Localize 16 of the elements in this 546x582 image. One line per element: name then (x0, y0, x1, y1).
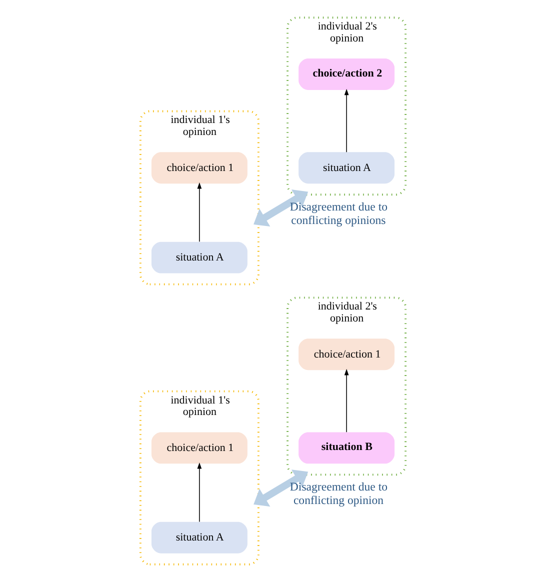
node-box: choice/action 1 (151, 152, 248, 184)
node-box: choice/action 2 (298, 58, 395, 90)
arrow (197, 182, 202, 242)
arrow (254, 470, 308, 507)
arrow (344, 368, 349, 433)
arrow (344, 88, 349, 152)
node-box: choice/action 1 (298, 338, 395, 370)
arrow (254, 190, 308, 227)
node-box: situation A (151, 242, 248, 274)
node-box: situation B (298, 432, 395, 464)
node-box: choice/action 1 (151, 432, 248, 464)
edge-label: Disagreement due to conflicting opinions (290, 199, 388, 227)
arrow (197, 462, 202, 522)
node-box: situation A (151, 522, 248, 554)
edge-label: Disagreement due to conflicting opinion (290, 479, 388, 507)
node-box: situation A (298, 152, 395, 184)
